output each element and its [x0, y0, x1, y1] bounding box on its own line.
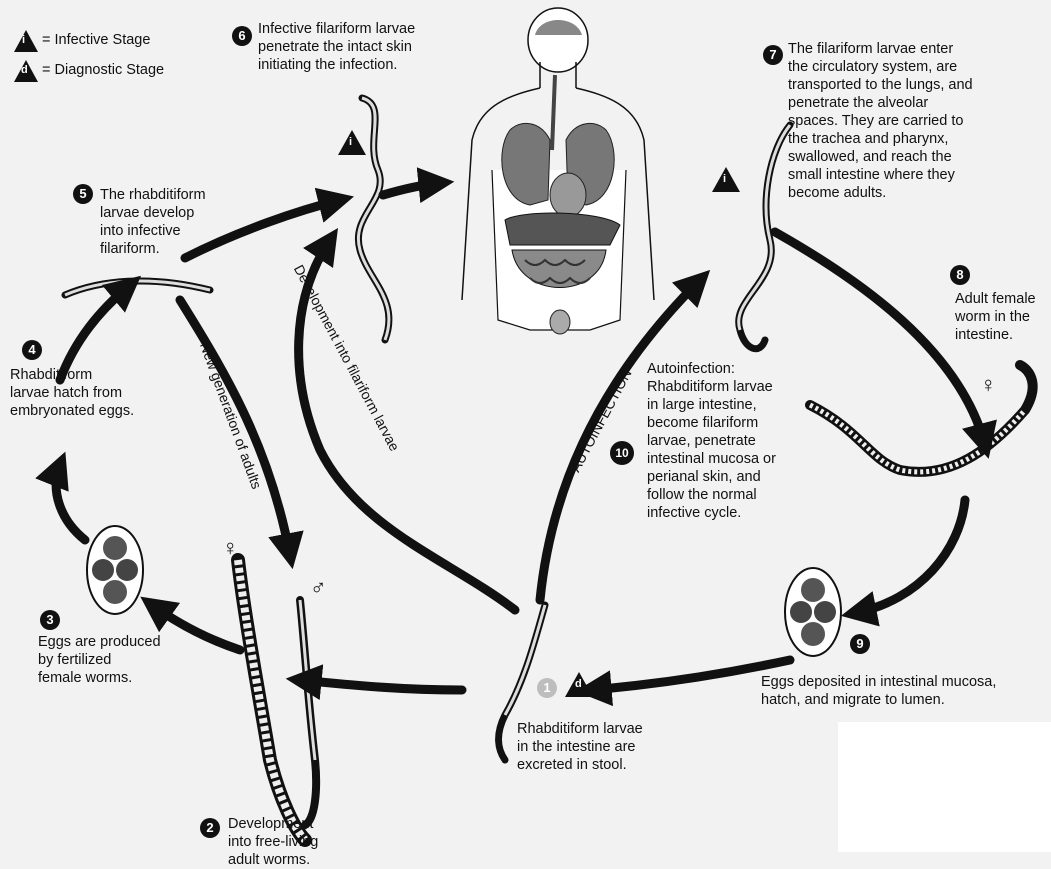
lungs-infective-symbol: i — [723, 173, 726, 185]
embryonated-egg-right — [785, 568, 841, 656]
blank-corner-patch — [838, 722, 1051, 852]
skin-infective-symbol: i — [349, 136, 352, 148]
step-4-number: 4 — [22, 340, 42, 360]
male-symbol-free-living: ♂ — [310, 575, 327, 601]
free-living-female-worm — [238, 560, 305, 840]
step-8-number: 8 — [950, 265, 970, 285]
female-symbol-adult: ♀ — [980, 372, 997, 398]
adult-female-worm — [810, 365, 1033, 472]
step-9-text: Eggs deposited in intestinal mucosa,hatc… — [761, 673, 996, 709]
step-6-number: 6 — [232, 26, 252, 46]
infective-stage-icon — [14, 30, 38, 52]
female-symbol-free-living: ♀ — [222, 535, 239, 561]
legend-infective-label: = Infective Stage — [42, 31, 150, 49]
step-10-number: 10 — [610, 441, 634, 465]
legend-diagnostic-label: = Diagnostic Stage — [42, 61, 164, 79]
step-2-number: 2 — [200, 818, 220, 838]
embryonated-egg-left — [87, 526, 143, 614]
step-1-number: 1 — [537, 678, 557, 698]
legend-infective-symbol: i — [22, 34, 25, 46]
step-5-number: 5 — [73, 184, 93, 204]
human-body-figure — [462, 8, 654, 334]
step-7-number: 7 — [763, 45, 783, 65]
step-3-number: 3 — [40, 610, 60, 630]
step-9-number: 9 — [850, 634, 870, 654]
legend-diagnostic-symbol: d — [21, 64, 28, 76]
stool-diagnostic-symbol: d — [575, 678, 582, 690]
